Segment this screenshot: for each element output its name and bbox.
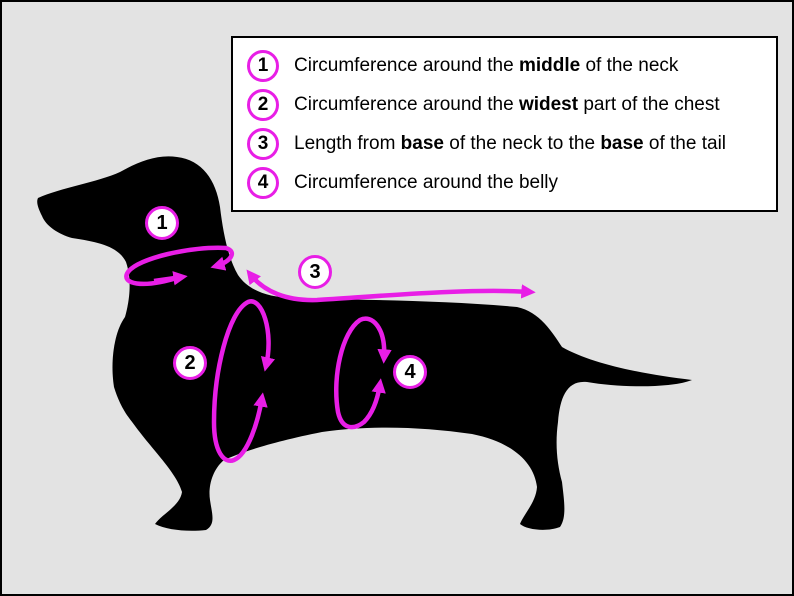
legend-item-chest: 2 Circumference around the widest part o… (247, 89, 720, 121)
chest-measure-loop (211, 299, 275, 463)
legend-text: Circumference around the widest part of … (294, 94, 720, 115)
length-marker-badge: 3 (298, 255, 332, 289)
legend-item-belly: 4 Circumference around the belly (247, 167, 558, 199)
dachshund-silhouette (37, 156, 692, 531)
legend-badge: 2 (247, 89, 279, 121)
legend-badge: 3 (247, 128, 279, 160)
legend-item-neck: 1 Circumference around the middle of the… (247, 50, 678, 82)
legend-badge: 1 (247, 50, 279, 82)
legend-text: Circumference around the belly (294, 172, 559, 193)
legend-item-length: 3 Length from base of the neck to the ba… (247, 128, 726, 160)
legend-text: Circumference around the middle of the n… (294, 55, 679, 76)
neck-measure-loop (124, 245, 235, 287)
chest-marker-badge: 2 (173, 346, 207, 380)
belly-measure-loop (334, 316, 392, 430)
belly-marker-badge: 4 (393, 355, 427, 389)
legend-badge: 4 (247, 167, 279, 199)
neck-marker-badge: 1 (145, 206, 179, 240)
measurement-legend: 1 Circumference around the middle of the… (231, 36, 778, 212)
legend-text: Length from base of the neck to the base… (294, 133, 727, 154)
back-length-arrow (246, 269, 536, 303)
